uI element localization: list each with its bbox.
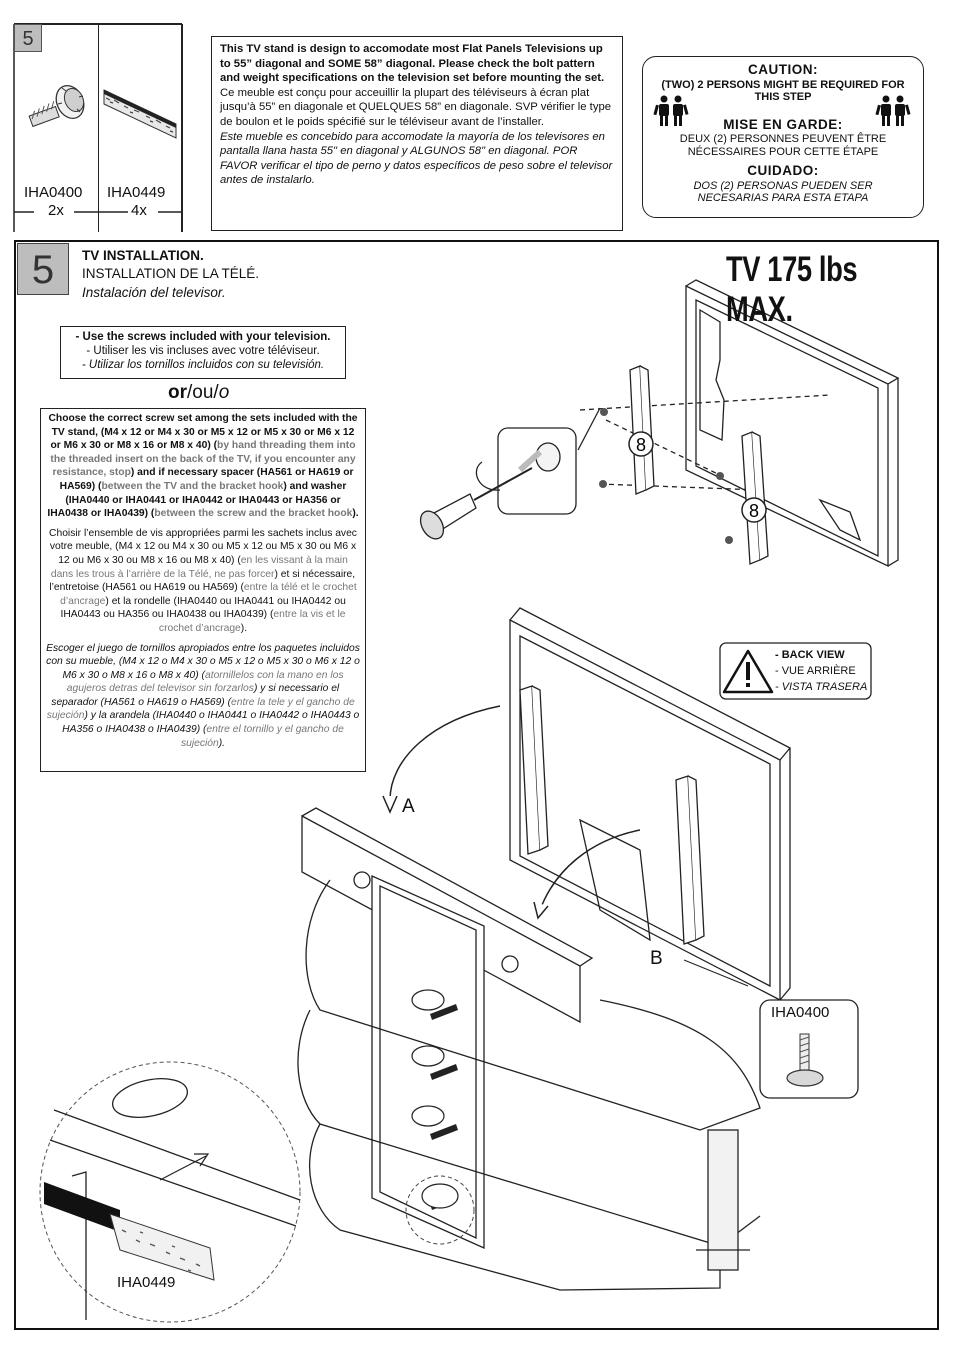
caution-text-fr: DEUX (2) PERSONNES PEUVENT ÊTRE NÉCESSAI… [679, 133, 887, 158]
parts-frame-lines [13, 23, 183, 232]
choose-text-fr: Choisir l’ensemble de vis appropriées pa… [49, 527, 357, 634]
part-code-strip: IHA0449 [107, 184, 166, 201]
back-view-es: - VISTA TRASERA [775, 681, 868, 693]
part-code-bolt: IHA0400 [24, 184, 83, 201]
notice-english: This TV stand is design to accomodate mo… [220, 43, 605, 85]
bolt-inset [683, 959, 859, 1099]
max-load-label: TV 175 lbs MAX. [726, 250, 858, 329]
strip-detail-label: IHA0449 [117, 1274, 176, 1291]
foam-strip-icon [103, 89, 177, 139]
bracket-number-1: 8 [636, 435, 646, 455]
rotation-arrows [382, 705, 641, 920]
back-view-label: - BACK VIEW - VUE ARRIÈRE - VISTA TRASER… [720, 643, 871, 699]
bracket-number-2: 8 [749, 501, 759, 521]
part-qty-bolt: 2x [48, 202, 64, 219]
detail-zoom-circle [405, 1175, 475, 1245]
screwdriver-detail [419, 407, 601, 540]
parts-step-number: 5 [14, 24, 42, 52]
compatibility-notice: This TV stand is design to accomodate mo… [211, 36, 623, 231]
callout-b: B [650, 948, 663, 969]
screw-icons [599, 408, 733, 544]
caution-heading-en: CAUTION: [748, 62, 818, 77]
screws-note-es: - Utilizar los tornillos incluidos con s… [81, 359, 325, 371]
choose-text-en: Choose the correct screw set among the s… [47, 413, 359, 520]
choose-text-es: Escoger el juego de tornillos apropiados… [46, 642, 360, 749]
choose-screws-box: Choose the correct screw set among the s… [40, 408, 366, 772]
step-title-fr: INSTALLATION DE LA TÉLÉ. [82, 266, 260, 281]
two-persons-icons [653, 95, 911, 126]
notice-french: Ce meuble est conçu pour acceuillir la p… [220, 86, 612, 128]
tv-back-top [579, 279, 900, 568]
caution-heading-fr: MISE EN GARDE: [723, 116, 843, 132]
step-title-en: TV INSTALLATION. [82, 248, 204, 263]
parts-divider [98, 24, 99, 232]
tv-back-bottom [509, 607, 792, 1002]
or-separator: or/ou/o [168, 382, 230, 403]
back-view-warning-icon [719, 642, 872, 700]
caution-text-es: DOS (2) PERSONAS PUEDEN SER NECESARIAS P… [693, 179, 873, 205]
bracket-callout-1: 8 8 [628, 431, 767, 523]
mounting-bracket-bottom [519, 685, 705, 945]
two-persons-icon [653, 95, 689, 126]
zoom-detail [39, 1061, 301, 1323]
bolt-icon [28, 84, 85, 128]
parts-panel [14, 24, 182, 232]
callout-a: A [402, 796, 415, 817]
back-view-fr: - VUE ARRIÈRE [775, 665, 856, 677]
caution-box: CAUTION: (TWO) 2 PERSONS MIGHT BE REQUIR… [642, 56, 924, 218]
step-title-es: Instalación del televisor. [82, 285, 226, 300]
screws-note: - Use the screws included with your tele… [60, 326, 346, 379]
screws-note-en: - Use the screws included with your tele… [75, 331, 331, 343]
screws-note-fr: - Utiliser les vis incluses avec votre t… [86, 345, 320, 357]
bolt-inset-label: IHA0400 [771, 1004, 830, 1021]
caution-heading-es: CUIDADO: [747, 163, 819, 178]
stand-cutouts [411, 989, 459, 1209]
two-persons-icon-right [875, 95, 911, 126]
notice-spanish: Este mueble es concebido para accomodate… [220, 130, 613, 187]
part-qty-strip: 4x [131, 202, 147, 219]
caution-text-en: (TWO) 2 PERSONS MIGHT BE REQUIRED FOR TH… [661, 78, 905, 104]
back-view-en: - BACK VIEW [775, 649, 845, 661]
step-number: 5 [17, 243, 69, 295]
step-frame [14, 240, 939, 1330]
